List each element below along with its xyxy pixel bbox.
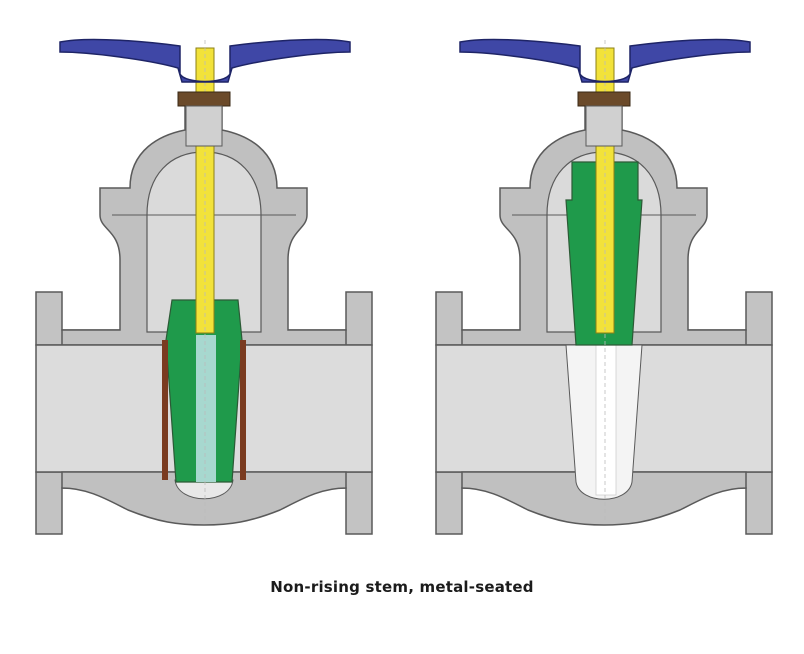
handwheel [459,38,751,83]
seat-ring-right [240,340,246,480]
valve-open [435,38,773,535]
handwheel [59,38,351,83]
seat-ring-left [162,340,168,480]
yoke-nut [185,105,223,147]
packing-gland [577,91,631,107]
figure-caption: Non-rising stem, metal-seated [270,578,534,596]
yoke-nut [585,105,623,147]
wedge-channel [196,335,216,482]
packing-gland [177,91,231,107]
valve-closed [35,38,373,535]
gate-valve-diagram [35,38,773,535]
